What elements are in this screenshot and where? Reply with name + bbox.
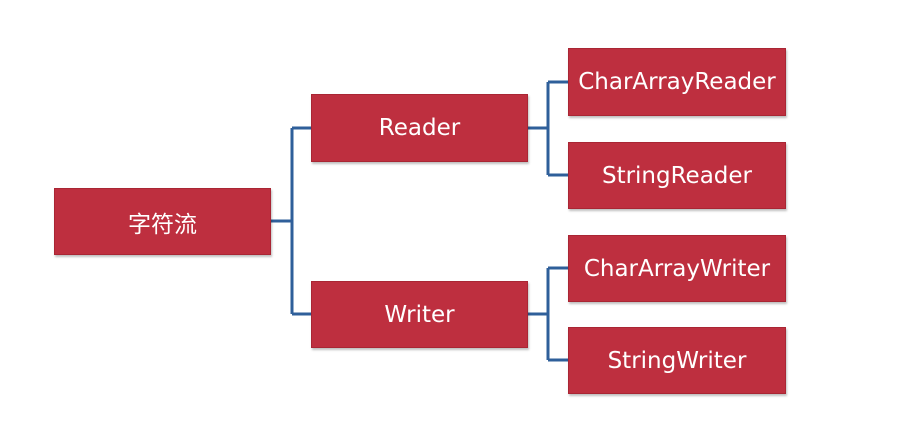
node-character-stream: 字符流	[54, 188, 271, 255]
node-label: Reader	[378, 115, 461, 141]
connector-root-to-readers-writers	[271, 126, 311, 316]
node-label: StringReader	[601, 162, 753, 189]
node-string-writer: StringWriter	[568, 327, 786, 394]
connector-writer-to-children	[528, 266, 568, 362]
node-reader: Reader	[311, 94, 528, 162]
node-char-array-reader: CharArrayReader	[568, 48, 786, 116]
connector-reader-to-children	[528, 80, 568, 177]
node-label: CharArrayWriter	[583, 255, 771, 282]
node-string-reader: StringReader	[568, 142, 786, 209]
node-label: CharArrayReader	[578, 69, 776, 95]
node-label: 字符流	[128, 211, 197, 238]
node-writer: Writer	[311, 281, 528, 348]
node-label: Writer	[384, 301, 455, 328]
node-label: StringWriter	[607, 347, 747, 374]
node-char-array-writer: CharArrayWriter	[568, 235, 786, 302]
